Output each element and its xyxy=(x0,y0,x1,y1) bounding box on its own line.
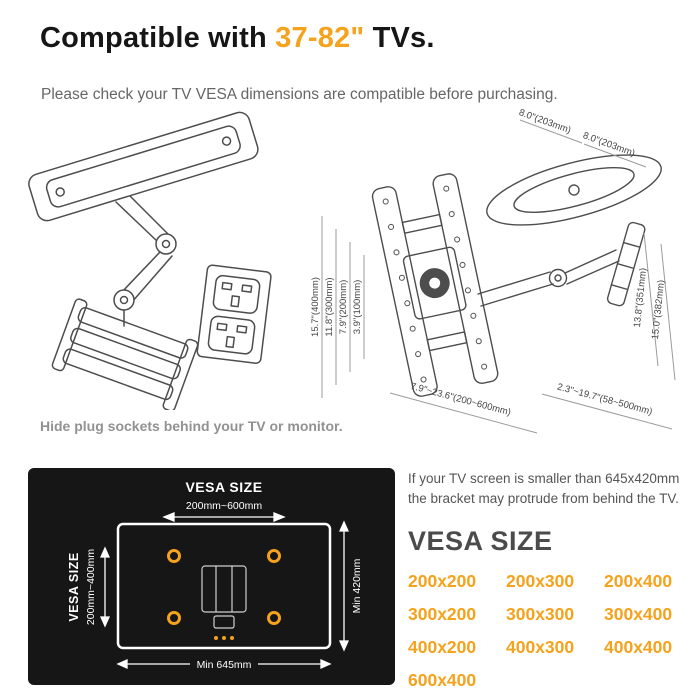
articulating-arm-drawing xyxy=(113,195,177,327)
mount-isometric-illustration xyxy=(28,111,272,410)
vesa-note: If your TV screen is smaller than 645x42… xyxy=(408,469,694,510)
panel-width-range: 200mm~600mm xyxy=(186,500,262,512)
vesa-size-option: 400x300 xyxy=(506,636,575,657)
panel-title: VESA SIZE xyxy=(185,479,262,495)
tv-back-outline xyxy=(116,522,332,650)
wall-bracket-drawing xyxy=(51,298,199,410)
dimension-label-top-width-2: 8.0"(203mm) xyxy=(581,130,636,159)
subtitle: Please check your TV VESA dimensions are… xyxy=(41,86,558,103)
plug-socket-caption: Hide plug sockets behind your TV or moni… xyxy=(40,418,343,434)
vesa-hole-marker xyxy=(267,611,281,625)
dimension-label-vesa-height-300: 11.8"(300mm) xyxy=(324,277,335,336)
width-arrow xyxy=(162,512,286,522)
dimension-lines xyxy=(321,119,676,434)
min-width-arrow xyxy=(116,658,332,670)
vesa-size-option: 200x400 xyxy=(604,570,673,591)
vesa-size-option: 200x300 xyxy=(506,570,575,591)
vesa-bracket-drawing xyxy=(371,154,662,397)
vesa-size-option: 400x200 xyxy=(408,636,477,657)
vesa-sizes-grid: 200x200 200x300 200x400 300x200 300x300 … xyxy=(408,571,694,691)
tv-plate-top-drawing xyxy=(486,154,662,226)
min-height-arrow xyxy=(338,520,350,652)
dimension-label-arm-height-1: 13.8"(351mm) xyxy=(632,267,649,328)
vesa-size-option: 300x400 xyxy=(604,603,673,624)
vesa-info-section: If your TV screen is smaller than 645x42… xyxy=(408,469,694,691)
vesa-hole-marker xyxy=(267,549,281,563)
power-socket-drawing xyxy=(196,264,272,364)
bracket-sketch xyxy=(201,565,247,629)
vesa-note-line2: the bracket may protrude from behind the… xyxy=(408,491,679,507)
height-arrow xyxy=(99,546,111,628)
dimension-label-arm-height-2: 15.0"(382mm) xyxy=(650,279,667,340)
panel-min-height: Min 420mm xyxy=(351,558,363,613)
vesa-size-panel: VESA SIZE 200mm~600mm VESA SIZE 200mm~40… xyxy=(28,468,395,685)
dimension-label-extension: 2.3"~19.7"(58~500mm) xyxy=(556,382,654,418)
panel-height-range: 200mm~400mm xyxy=(85,549,97,625)
vesa-size-option: 400x400 xyxy=(604,636,673,657)
title-prefix: Compatible with xyxy=(40,22,276,54)
dimension-label-vesa-height-100: 3.9"(100mm) xyxy=(352,280,363,335)
extension-arm-drawing xyxy=(477,221,646,307)
title-suffix: TVs. xyxy=(364,22,435,54)
dimension-label-vesa-height-400: 15.7"(400mm) xyxy=(310,277,321,337)
panel-side-title: VESA SIZE xyxy=(67,552,81,621)
vesa-size-option: 300x300 xyxy=(506,603,575,624)
vesa-note-line1: If your TV screen is smaller than 645x42… xyxy=(408,471,680,486)
title-highlight: 37-82" xyxy=(275,22,365,54)
vesa-size-option: 200x200 xyxy=(408,570,477,591)
vesa-hole-markers xyxy=(167,549,281,625)
vesa-hole-marker xyxy=(167,549,181,563)
vesa-size-heading: VESA SIZE xyxy=(408,525,553,556)
page-title: Compatible with 37-82" TVs. xyxy=(40,22,435,55)
panel-min-width: Min 645mm xyxy=(197,659,252,671)
dimension-label-vesa-height-200: 7.9"(200mm) xyxy=(338,280,349,335)
vesa-size-option: 600x400 xyxy=(408,669,477,690)
vesa-size-option: 300x200 xyxy=(408,603,477,624)
tv-plate-drawing xyxy=(28,111,259,222)
cable-dots xyxy=(214,636,234,640)
mount-dimensions-illustration: 15.7"(400mm) 11.8"(300mm) 7.9"(200mm) 3.… xyxy=(310,107,676,434)
vesa-size-diagram: VESA SIZE 200mm~600mm VESA SIZE 200mm~40… xyxy=(67,479,363,671)
vesa-hole-marker xyxy=(167,611,181,625)
